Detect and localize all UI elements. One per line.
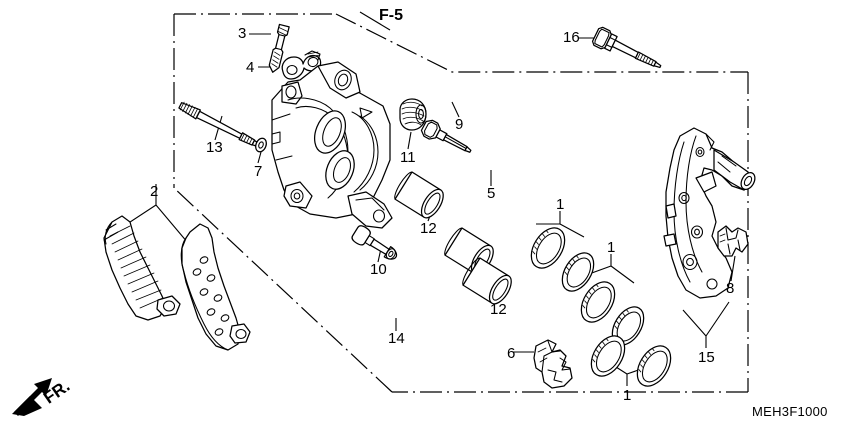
callout-label-6: 6 [507,345,516,362]
part-caliper-bracket [663,127,756,299]
callout-label-13: 13 [206,139,223,156]
callout-label-1-middle: 1 [607,239,616,256]
part-slide-pin-bolt [420,119,472,153]
part-brake-pad-friction [103,215,181,321]
part-pin-boot [399,98,427,131]
part-pad-retainer-spring [533,339,573,389]
part-bracket-clip [717,225,749,257]
callout-label-1-upper: 1 [556,196,565,213]
part-slide-pin-short [351,225,398,260]
callout-label-12-upper: 12 [420,220,437,237]
group-boundary-lines [173,13,749,393]
callout-label-14: 14 [388,330,405,347]
callout-label-15: 15 [698,349,715,366]
callout-label-5: 5 [487,185,496,202]
part-piston-lower [462,257,512,305]
callout-label-10: 10 [370,261,387,278]
callout-label-8: 8 [726,280,735,297]
part-seal-rings [530,227,672,387]
part-bleed-valve-cap [281,50,322,80]
part-flange-bolt [591,26,662,69]
figure-reference-label: F-5 [379,7,403,24]
callout-label-3: 3 [238,25,247,42]
part-brake-pad-backing [180,223,251,351]
callout-label-4: 4 [246,59,255,76]
part-caliper-pin-long [178,101,261,148]
part-number-label: MEH3F1000 [752,404,828,419]
callout-label-1-lower: 1 [623,387,632,404]
part-piston-upper [394,171,444,219]
callout-label-12-lower: 12 [490,301,507,318]
front-direction-arrow-icon [12,378,52,416]
part-caliper-body [271,61,393,229]
callout-label-7: 7 [254,163,263,180]
callout-label-16: 16 [563,29,580,46]
callout-label-9: 9 [455,116,464,133]
callout-label-11: 11 [400,149,416,166]
part-pin-washer [255,137,267,153]
callout-label-2: 2 [150,183,159,200]
part-bleed-valve [268,23,290,73]
